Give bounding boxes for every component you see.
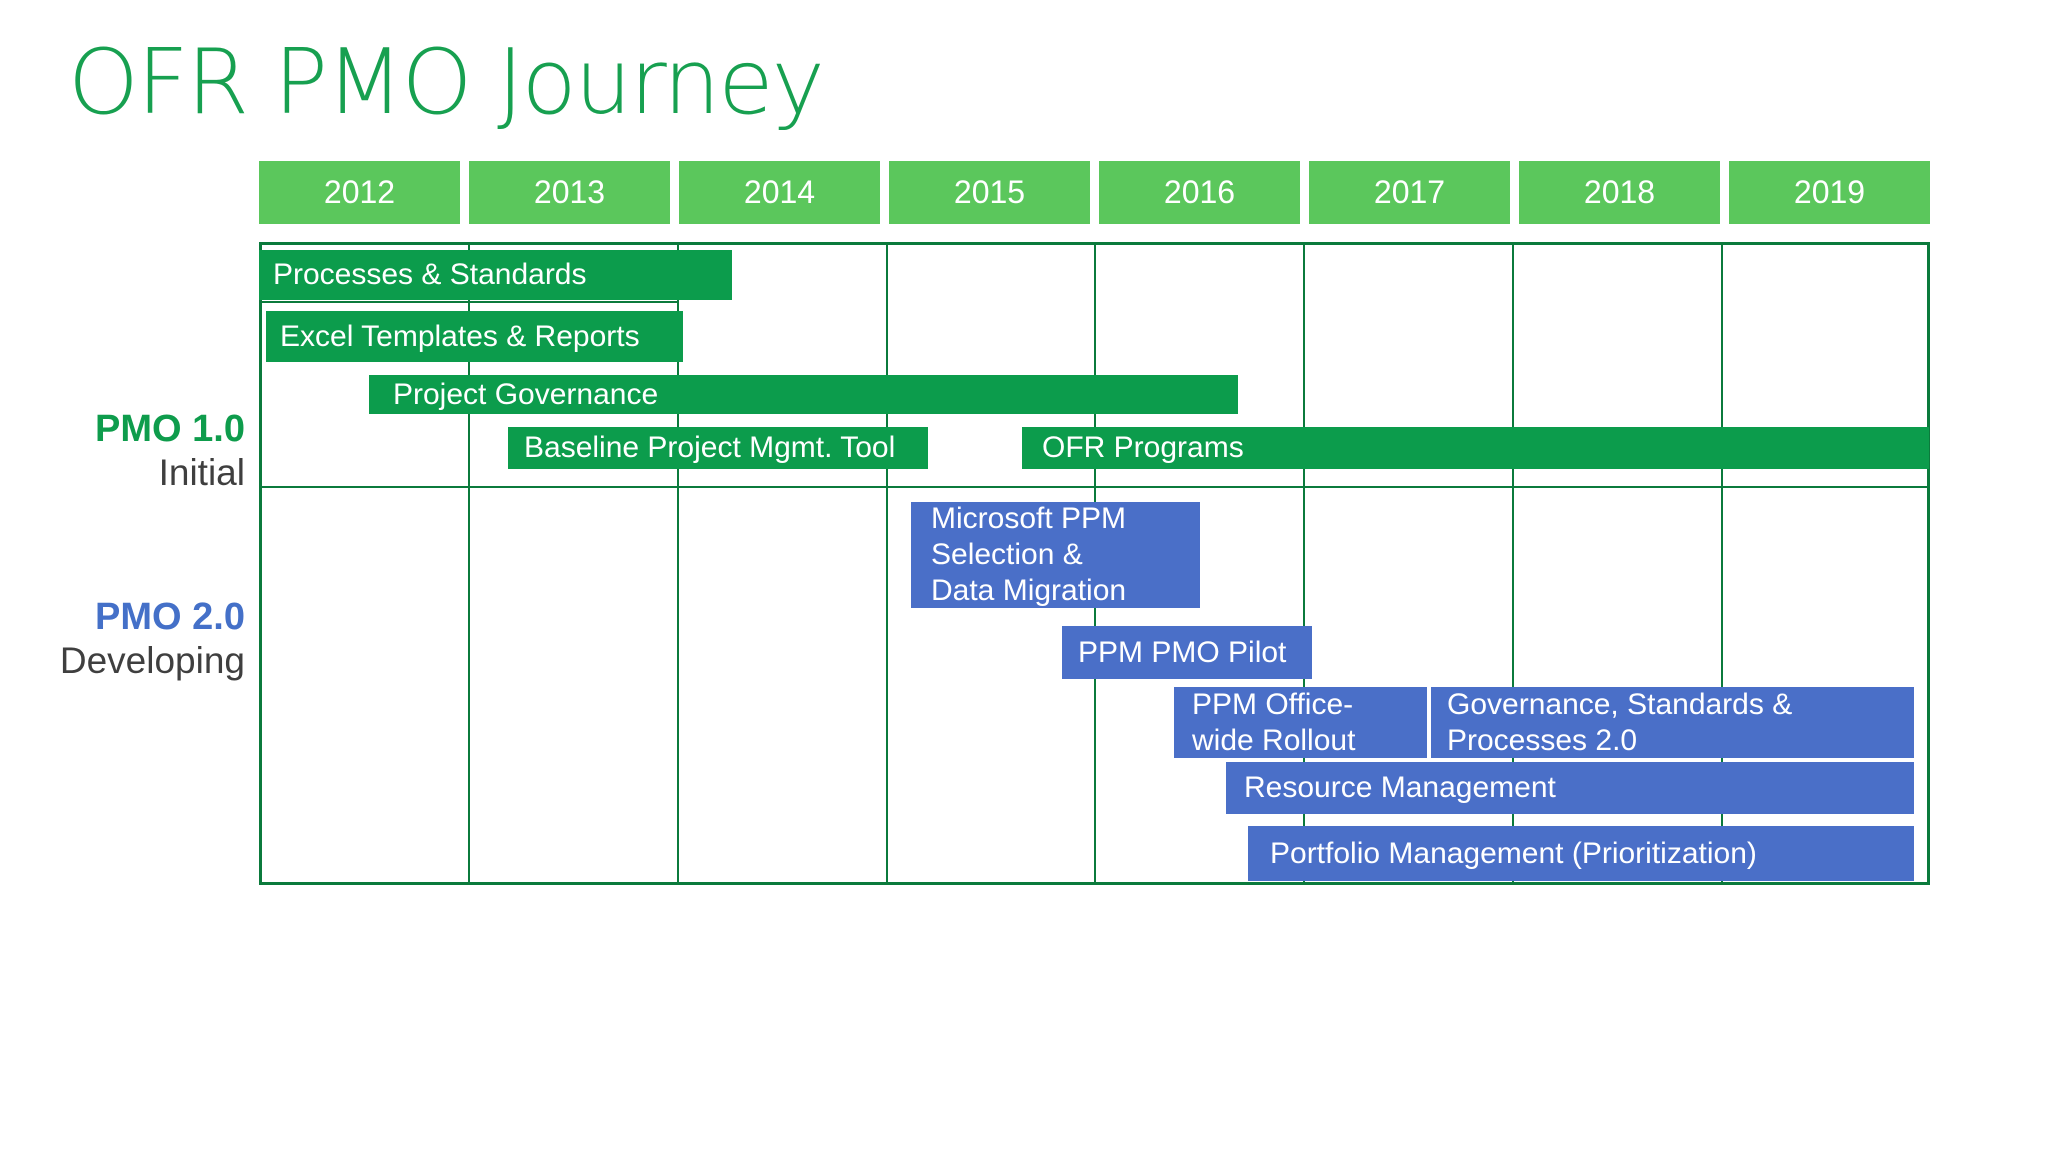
group-label-pmo1: PMO 1.0 Initial bbox=[0, 408, 245, 494]
group-label-pmo2: PMO 2.0 Developing bbox=[0, 596, 245, 682]
pmo1-sublabel: Initial bbox=[158, 452, 245, 493]
gridline-2018 bbox=[1512, 245, 1514, 882]
year-header-2018: 2018 bbox=[1519, 161, 1720, 224]
task-bar-resource-management: Resource Management bbox=[1226, 762, 1914, 814]
task-bar-portfolio-management-prioritization: Portfolio Management (Prioritization) bbox=[1248, 826, 1914, 881]
task-bar-excel-templates-reports: Excel Templates & Reports bbox=[266, 311, 683, 362]
year-header-row: 2012 2013 2014 2015 2016 2017 2018 2019 bbox=[259, 161, 1930, 224]
task-bar-processes-standards: Processes & Standards bbox=[259, 250, 732, 300]
year-header-2015: 2015 bbox=[889, 161, 1090, 224]
year-header-2019: 2019 bbox=[1729, 161, 1930, 224]
year-header-2014: 2014 bbox=[679, 161, 880, 224]
task-bar-governance-standards-processes-2-0: Governance, Standards & Processes 2.0 bbox=[1431, 687, 1914, 758]
pmo2-label: PMO 2.0 bbox=[95, 596, 245, 638]
task-bar-baseline-project-mgmt-tool: Baseline Project Mgmt. Tool bbox=[508, 427, 928, 469]
year-header-2016: 2016 bbox=[1099, 161, 1300, 224]
pmo2-sublabel: Developing bbox=[59, 640, 245, 681]
pmo1-label: PMO 1.0 bbox=[95, 408, 245, 450]
section-divider-line bbox=[262, 486, 1927, 488]
gridline-2013 bbox=[468, 245, 470, 882]
gridline-2014 bbox=[677, 245, 679, 882]
task-bar-ppm-pmo-pilot: PPM PMO Pilot bbox=[1062, 626, 1312, 679]
task-bar-project-governance: Project Governance bbox=[369, 375, 1238, 414]
gridline-2017 bbox=[1303, 245, 1305, 882]
year-header-2017: 2017 bbox=[1309, 161, 1510, 224]
year-header-2013: 2013 bbox=[469, 161, 670, 224]
task-bar-ofr-programs: OFR Programs bbox=[1022, 427, 1929, 469]
slide-title: OFR PMO Journey bbox=[68, 30, 825, 135]
gridline-2019 bbox=[1721, 245, 1723, 882]
gridline-2015 bbox=[886, 245, 888, 882]
year-header-2012: 2012 bbox=[259, 161, 460, 224]
row-separator-line bbox=[262, 301, 677, 303]
task-bar-microsoft-ppm-selection-data-migration: Microsoft PPM Selection & Data Migration bbox=[911, 502, 1200, 608]
task-bar-ppm-office-wide-rollout: PPM Office- wide Rollout bbox=[1174, 687, 1427, 758]
